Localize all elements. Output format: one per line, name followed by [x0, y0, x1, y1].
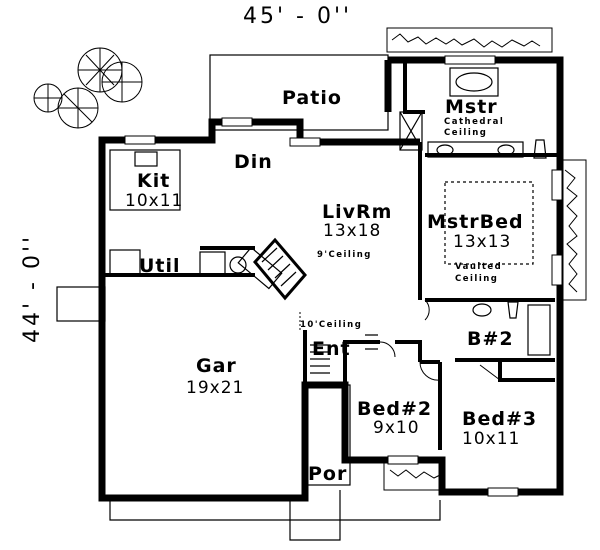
- entry-ceiling-note: 10'Ceiling: [300, 320, 363, 330]
- master-bed-label: MstrBed: [427, 211, 524, 233]
- tree-cluster-icon: [33, 47, 143, 129]
- doors: [299, 299, 501, 381]
- bath2-label: B#2: [467, 328, 514, 350]
- living-label: LivRm: [322, 201, 393, 223]
- kitchen-size: 10x11: [125, 191, 184, 211]
- living-ceiling-note: 9'Ceiling: [317, 250, 372, 260]
- overall-width-label: 45' - 0'': [243, 4, 353, 29]
- bed3-label: Bed#3: [462, 408, 538, 430]
- dining-label: Din: [234, 151, 273, 173]
- master-note-2: Ceiling: [444, 128, 488, 138]
- master-bed-size: 13x13: [453, 232, 512, 252]
- bed2-label: Bed#2: [357, 398, 433, 420]
- overall-depth-label: 44' - 0'': [20, 233, 45, 343]
- living-size: 13x18: [323, 221, 382, 241]
- bed3-size: 10x11: [462, 429, 521, 449]
- bed2-size: 9x10: [373, 418, 420, 438]
- master-label: Mstr: [445, 96, 498, 118]
- master-bed-note-2: Ceiling: [455, 274, 499, 284]
- windows: [124, 55, 563, 497]
- kitchen-label: Kit: [137, 170, 171, 192]
- master-note-1: Cathedral: [444, 117, 505, 127]
- garage-size: 19x21: [186, 378, 245, 398]
- entry-label: Ent: [312, 338, 351, 360]
- exterior-slabs: [56, 54, 441, 541]
- porch-label: Por: [308, 463, 348, 485]
- patio-label: Patio: [282, 87, 342, 109]
- utility-label: Util: [139, 255, 181, 277]
- master-bed-note-1: Vaulted: [455, 262, 503, 272]
- garage-label: Gar: [196, 355, 237, 377]
- fixtures: [109, 67, 551, 374]
